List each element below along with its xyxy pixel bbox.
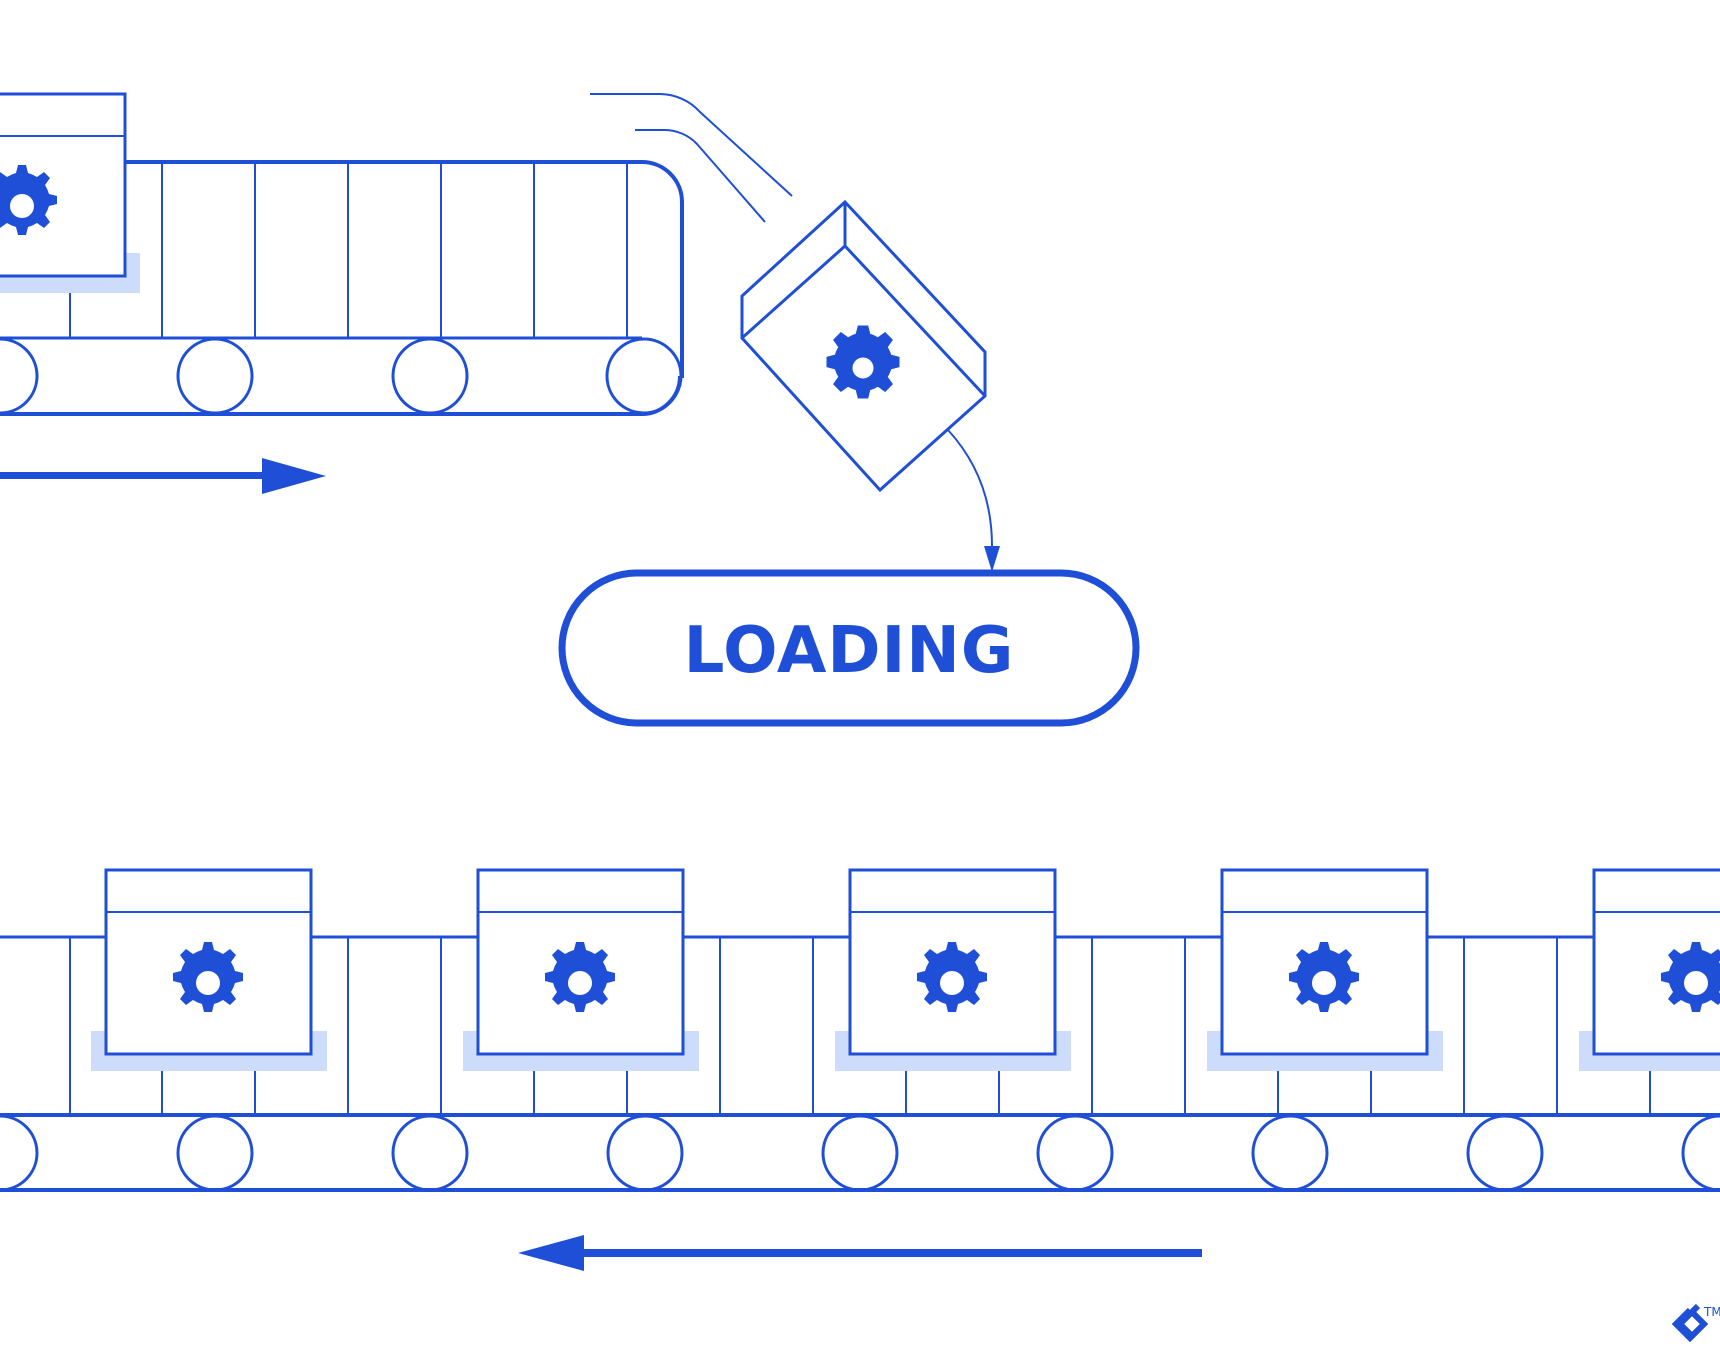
top-conveyor bbox=[0, 160, 684, 416]
arrow-left-icon bbox=[518, 1235, 1202, 1271]
chute-lines bbox=[590, 93, 793, 223]
bottom-conveyor-box-1 bbox=[91, 868, 327, 1071]
bottom-conveyor-box-2 bbox=[463, 868, 699, 1071]
loading-badge: LOADING bbox=[558, 569, 1140, 727]
brand-logo-icon bbox=[1671, 1303, 1709, 1343]
gear-icon bbox=[173, 942, 243, 1012]
bottom-conveyor-box-5 bbox=[1579, 868, 1720, 1071]
gear-icon bbox=[826, 325, 900, 399]
bottom-rollers bbox=[0, 1114, 1720, 1192]
bottom-conveyor-box-4 bbox=[1207, 868, 1443, 1071]
top-conveyor-box bbox=[0, 92, 140, 293]
top-belt-body bbox=[0, 160, 684, 378]
gear-icon bbox=[545, 942, 615, 1012]
gear-icon bbox=[1289, 942, 1359, 1012]
bottom-conveyor-box-3 bbox=[835, 868, 1071, 1071]
falling-box bbox=[740, 199, 987, 493]
loading-label: LOADING bbox=[684, 614, 1015, 688]
flow-arrow-icon bbox=[947, 429, 1000, 572]
top-belt-slats bbox=[69, 162, 628, 338]
trademark-label: TM bbox=[1703, 1305, 1720, 1319]
top-roller-frame bbox=[0, 375, 682, 416]
gear-icon bbox=[917, 942, 987, 1012]
arrow-right-icon bbox=[0, 458, 326, 494]
top-rollers bbox=[0, 337, 683, 415]
